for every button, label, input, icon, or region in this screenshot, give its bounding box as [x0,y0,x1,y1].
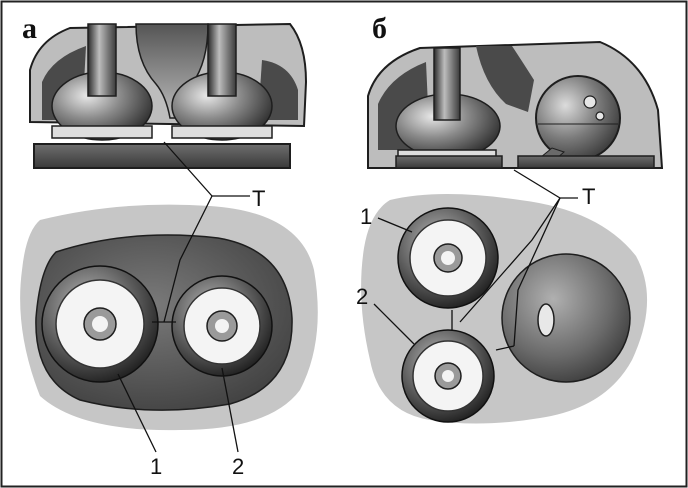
panel-b-plan [361,194,648,424]
valve-1-plan-a [41,265,159,383]
valve-stem-2-a [207,23,237,97]
label-t-a: T [252,186,265,211]
valve-2-plan-b [401,329,495,423]
panel-a-plan [20,204,318,431]
gasket-block-a [33,143,291,169]
valve-seat-1-a [51,125,153,139]
valve-1-plan-b [397,207,499,309]
panel-letter-b: б [372,12,387,45]
label-t-b: T [582,184,595,209]
leader-lines [117,141,578,453]
nozzle-hole-2-b [595,111,605,121]
valve-stem-b [433,47,461,121]
prechamber-sphere-b [535,75,621,161]
nozzle-hole-1-b [583,95,597,109]
label-2-a: 2 [232,454,244,479]
gasket-block-b2 [517,155,655,169]
label-1-b: 1 [360,204,372,229]
valve-stem-1-a [87,23,117,97]
duct-b [476,46,534,112]
valve-seat-2-a [171,125,273,139]
prechamber-plan-b [501,253,631,383]
panel-letter-a: а [22,12,37,45]
label-2-b: 2 [356,284,368,309]
panel-a-section [29,22,308,169]
gasket-block-b [395,155,503,169]
valve-2-plan-a [171,275,273,377]
label-1-a: 1 [150,454,162,479]
panel-b-section [367,40,664,169]
